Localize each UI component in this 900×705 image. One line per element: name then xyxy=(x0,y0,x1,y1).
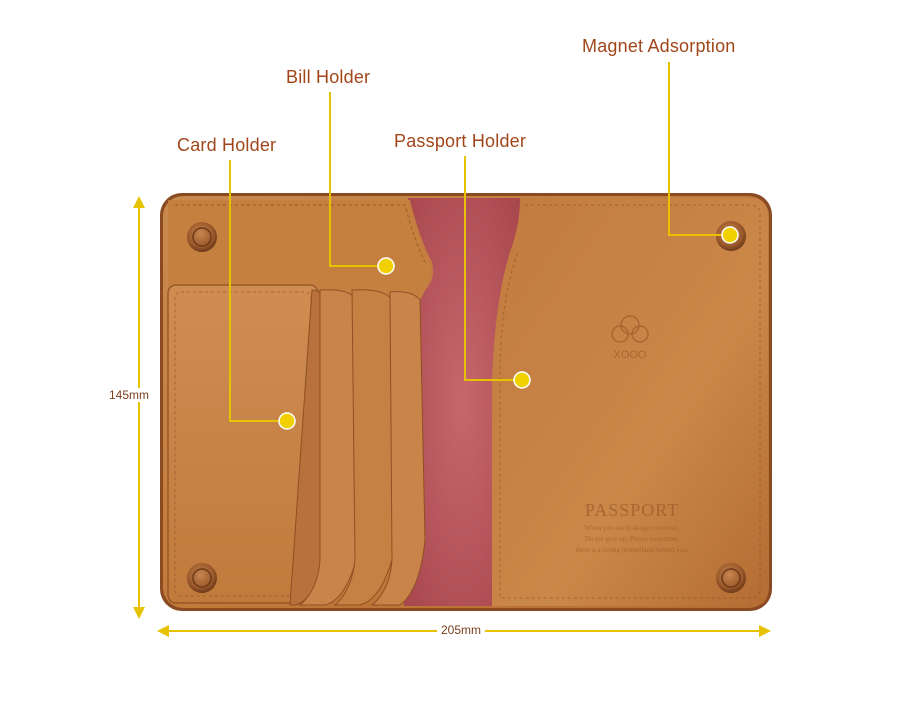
height-arrow-bottom xyxy=(133,607,145,619)
card-holder-label: Card Holder xyxy=(177,135,277,155)
felt-spine xyxy=(404,198,520,606)
brand-mark-text: XOOO xyxy=(613,349,646,361)
snap-bottom-right xyxy=(716,563,746,593)
passport-emboss-title: PASSPORT xyxy=(585,500,679,520)
snap-bottom-left xyxy=(187,563,217,593)
marker-card-holder xyxy=(278,412,296,430)
marker-bill-holder xyxy=(377,257,395,275)
width-arrow-left xyxy=(157,625,169,637)
card-slot-3 xyxy=(333,289,393,606)
passport-emboss-line-3: there is a strong motherland behind you. xyxy=(576,546,689,554)
width-dimension-label: 205mm xyxy=(437,623,486,637)
brand-logo-emboss: XOOO xyxy=(611,315,649,361)
card-slot-2 xyxy=(298,289,357,606)
bill-holder-label: Bill Holder xyxy=(286,67,371,87)
passport-emboss: PASSPORT When you are in danger overseas… xyxy=(576,500,689,554)
height-arrow-top xyxy=(133,196,145,208)
leader-passport-holder xyxy=(464,156,522,381)
width-arrow-right xyxy=(759,625,771,637)
leader-card-holder xyxy=(229,160,287,422)
passport-holder-label: Passport Holder xyxy=(394,131,527,151)
passport-cover-panel xyxy=(492,198,768,606)
snap-top-left xyxy=(187,222,217,252)
card-slot-4 xyxy=(370,291,426,606)
marker-passport-holder xyxy=(513,371,531,389)
passport-emboss-line-2: Do not give up. Please remember, xyxy=(585,535,680,543)
bill-holder-flap xyxy=(168,200,434,290)
callout-markers xyxy=(278,226,739,430)
height-dimension-label: 145mm xyxy=(108,388,151,402)
leader-bill-holder xyxy=(329,92,386,267)
marker-magnet-adsorption xyxy=(721,226,739,244)
callout-leader-lines xyxy=(229,62,730,422)
leader-magnet-adsorption xyxy=(668,62,730,236)
magnet-adsorption-label: Magnet Adsorption xyxy=(582,36,736,56)
passport-emboss-line-1: When you are in danger overseas, xyxy=(585,524,680,532)
